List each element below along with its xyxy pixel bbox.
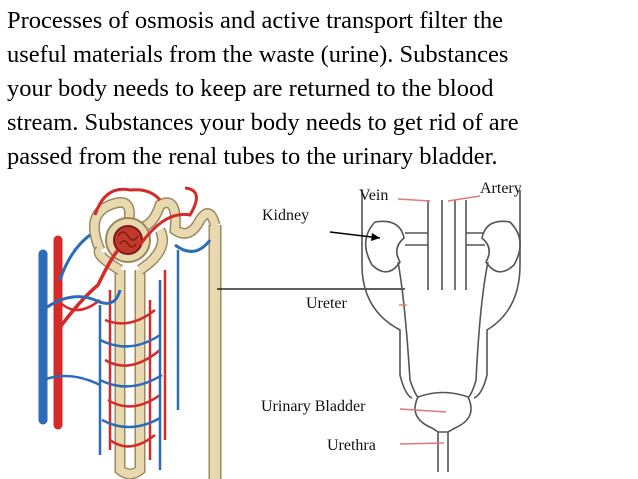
label-kidney: Kidney (262, 207, 310, 224)
label-ureter: Ureter (306, 295, 347, 312)
label-urethra: Urethra (327, 437, 376, 454)
label-vein: Vein (359, 187, 389, 204)
label-urinary-bladder: Urinary Bladder (261, 398, 366, 415)
label-artery: Artery (480, 180, 522, 197)
label-pointers (329, 195, 481, 445)
paragraph-line-3: your body needs to keep are returned to … (7, 75, 494, 102)
explanatory-paragraph: Processes of osmosis and active transpor… (7, 4, 632, 174)
urinary-system-outline (361, 190, 521, 472)
paragraph-line-5: passed from the renal tubes to the urina… (7, 143, 498, 170)
left-kidney (364, 220, 405, 273)
paragraph-line-1: Processes of osmosis and active transpor… (7, 7, 504, 34)
paragraph-line-2: useful materials from the waste (urine).… (7, 41, 509, 68)
paragraph-line-4: stream. Substances your body needs to ge… (7, 109, 519, 136)
nephron-illustration (38, 186, 222, 479)
